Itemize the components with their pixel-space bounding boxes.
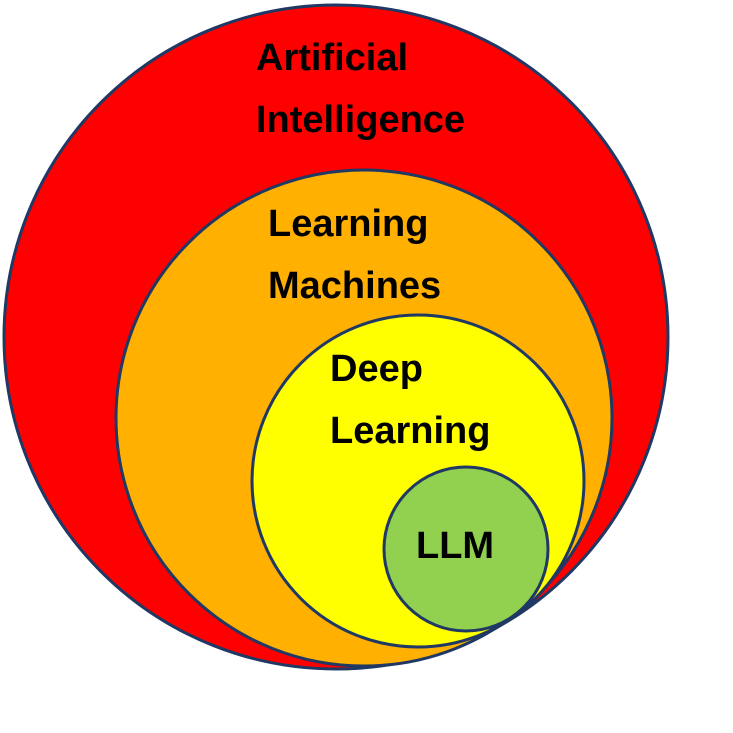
deep-learning-label-line-2: Learning [330, 410, 490, 452]
learning-machines-label-line-1: Learning [268, 203, 428, 245]
deep-learning-label-line-1: Deep [330, 348, 423, 390]
artificial-intelligence-label-line-2: Intelligence [256, 99, 465, 141]
llm-circle [382, 465, 550, 633]
learning-machines-label-line-2: Machines [268, 265, 441, 307]
llm-label: LLM [416, 525, 494, 567]
artificial-intelligence-label-line-1: Artificial [256, 37, 408, 79]
